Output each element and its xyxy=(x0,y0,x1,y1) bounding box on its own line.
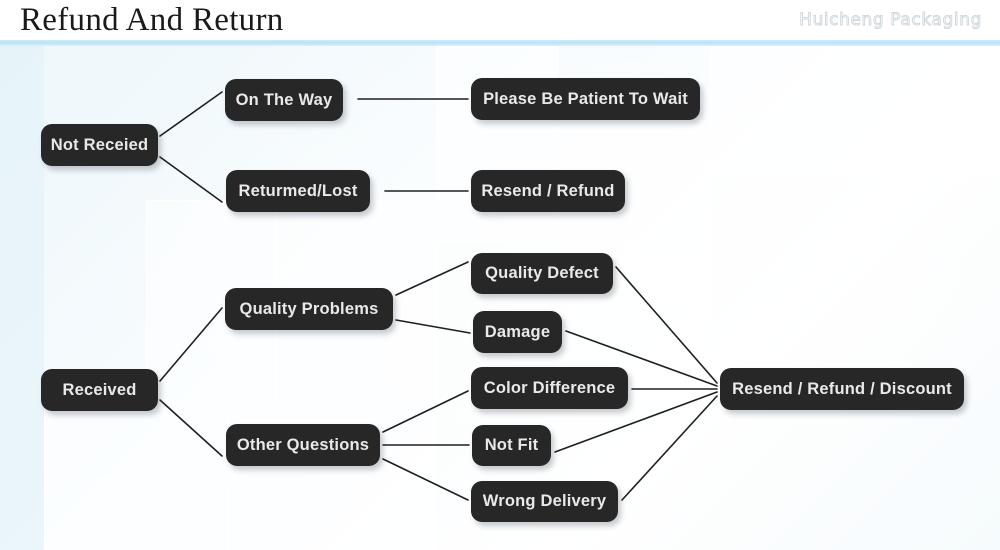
brand-label: Huicheng Packaging xyxy=(799,10,982,31)
background-block xyxy=(44,408,228,480)
flow-node-wrong-delivery[interactable]: Wrong Delivery xyxy=(471,481,618,522)
background-block xyxy=(146,200,276,288)
background-block xyxy=(44,480,228,550)
flow-node-returmed-lost[interactable]: Returmed/Lost xyxy=(226,170,370,212)
background-block xyxy=(276,200,438,288)
slide-header: Refund And Return Huicheng Packaging xyxy=(0,0,1000,46)
flow-node-quality-problems[interactable]: Quality Problems xyxy=(225,288,393,330)
background-tint xyxy=(0,46,44,550)
flow-node-not-receied[interactable]: Not Receied xyxy=(41,124,158,166)
flow-node-quality-defect[interactable]: Quality Defect xyxy=(471,253,613,294)
background-block xyxy=(710,46,862,178)
flow-node-damage[interactable]: Damage xyxy=(473,311,562,353)
flow-node-resend-refund[interactable]: Resend / Refund xyxy=(471,170,625,212)
header-divider xyxy=(0,40,1000,46)
background-block xyxy=(862,46,1000,178)
flow-node-other-questions[interactable]: Other Questions xyxy=(226,424,380,466)
flow-node-received[interactable]: Received xyxy=(41,369,158,411)
flow-node-not-fit[interactable]: Not Fit xyxy=(472,425,551,466)
flow-node-please-be-patient[interactable]: Please Be Patient To Wait xyxy=(471,78,700,120)
flow-node-on-the-way[interactable]: On The Way xyxy=(225,79,343,121)
flow-node-resend-refund-disc[interactable]: Resend / Refund / Discount xyxy=(720,368,964,410)
background-block xyxy=(228,480,436,550)
flow-node-color-difference[interactable]: Color Difference xyxy=(471,367,628,409)
page-title: Refund And Return xyxy=(20,2,284,38)
